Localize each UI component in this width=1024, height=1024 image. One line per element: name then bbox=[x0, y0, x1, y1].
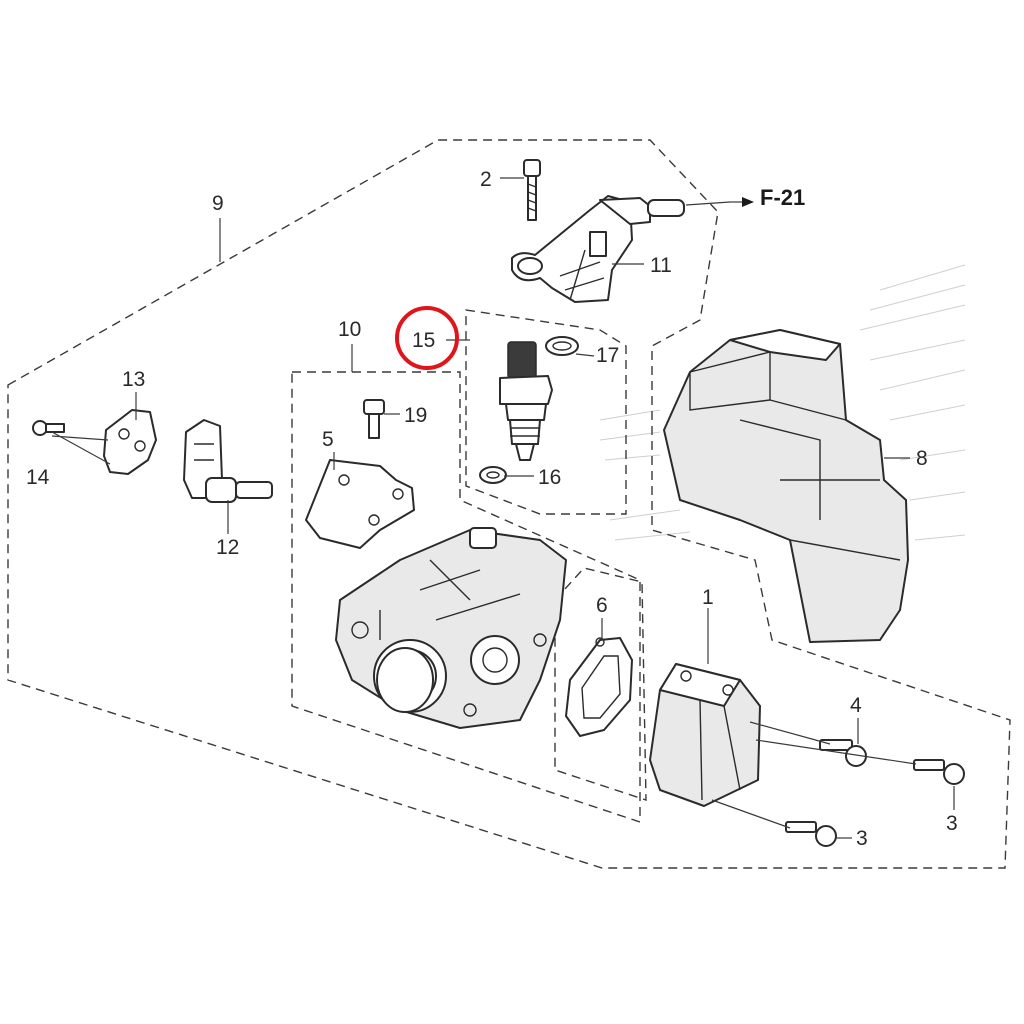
leader-lines bbox=[51, 177, 955, 839]
reference-arrow bbox=[730, 197, 754, 207]
clip-13 bbox=[103, 409, 157, 475]
screw-14 bbox=[32, 420, 65, 436]
callout-19: 19 bbox=[404, 404, 427, 427]
fuel-injector-15 bbox=[499, 341, 553, 461]
callout-3-bottom: 3 bbox=[856, 827, 868, 850]
callout-8: 8 bbox=[916, 447, 928, 470]
callout-3-right: 3 bbox=[946, 812, 958, 835]
injector-outline-15 bbox=[465, 309, 627, 515]
callout-11: 11 bbox=[650, 254, 672, 277]
throttle-body-outline-10 bbox=[291, 371, 641, 823]
bolt-2 bbox=[523, 159, 541, 221]
callout-10: 10 bbox=[338, 318, 361, 341]
throttle-body bbox=[335, 527, 567, 729]
bolt-3-bottom bbox=[785, 821, 837, 847]
callout-5: 6 bbox=[596, 594, 608, 617]
highlight-circle bbox=[395, 306, 459, 370]
actuator-1 bbox=[649, 663, 761, 807]
callout-4: 4 bbox=[850, 694, 862, 717]
gasket-5 bbox=[565, 637, 633, 737]
background-hatching bbox=[599, 264, 966, 541]
callout-2: 2 bbox=[480, 168, 492, 191]
callout-15: 15 bbox=[412, 329, 435, 352]
callout-1: 1 bbox=[702, 586, 714, 609]
o-ring-17 bbox=[545, 336, 579, 356]
bolt-3-right bbox=[913, 759, 965, 785]
callout-16: 16 bbox=[538, 466, 561, 489]
callout-6: 5 bbox=[322, 428, 334, 451]
gasket-outline-5 bbox=[554, 567, 647, 801]
cover-8 bbox=[663, 329, 909, 643]
callout-13: 13 bbox=[122, 368, 145, 391]
seal-16 bbox=[479, 466, 507, 484]
bolt-4 bbox=[819, 739, 867, 767]
callout-12: 12 bbox=[216, 536, 239, 559]
bolt-19 bbox=[363, 399, 385, 439]
callout-9: 9 bbox=[212, 192, 224, 215]
sensor-11 bbox=[511, 195, 685, 303]
assembly-outline-9 bbox=[7, 139, 1011, 869]
group-outlines bbox=[7, 139, 1011, 869]
callout-reference: F-21 bbox=[760, 185, 805, 210]
callout-17: 17 bbox=[596, 344, 619, 367]
bracket-6 bbox=[305, 459, 415, 549]
sensor-12 bbox=[183, 419, 273, 503]
callout-14: 14 bbox=[26, 466, 50, 489]
